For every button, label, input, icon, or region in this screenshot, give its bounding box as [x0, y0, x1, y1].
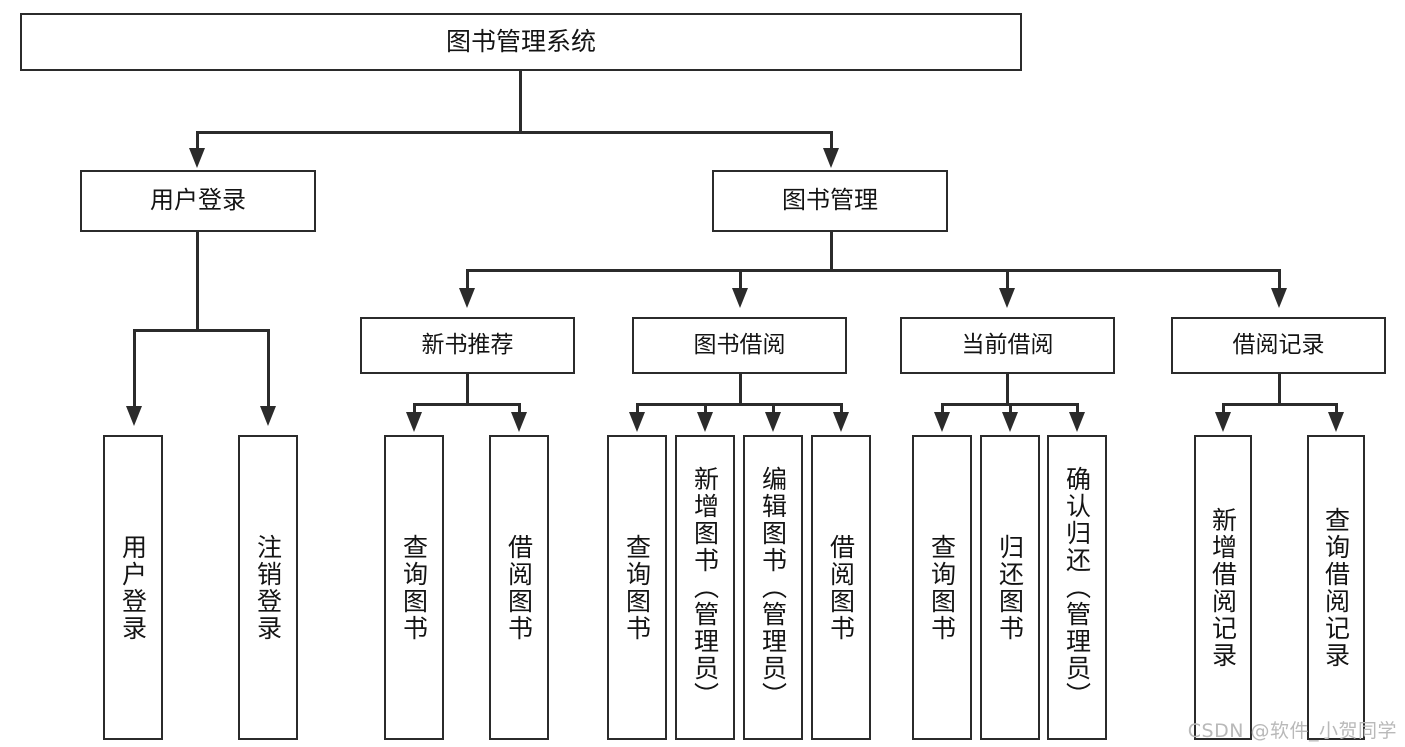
- connector-book-manage-b2: [739, 269, 742, 291]
- connector-borrow-record-l: [1222, 403, 1225, 415]
- node-borrow-record-label: 借阅记录: [1232, 332, 1325, 359]
- arrow-root-to-user-login: [189, 148, 205, 168]
- arrow-current-borrow-to-query: [934, 412, 950, 432]
- node-new-book-rec[interactable]: 新书推荐: [360, 317, 575, 374]
- connector-new-book-rec-r: [518, 403, 521, 415]
- connector-book-borrow-l1: [636, 403, 639, 415]
- connector-book-manage-bus: [466, 269, 1281, 272]
- connector-new-book-rec-stem: [466, 374, 469, 405]
- node-leaf-return-book[interactable]: 归还图书: [980, 435, 1040, 740]
- connector-book-borrow-bus: [636, 403, 843, 406]
- node-leaf-query-record[interactable]: 查询借阅记录: [1307, 435, 1365, 740]
- node-leaf-borrow-book-2-label: 借阅图书: [826, 533, 856, 642]
- arrow-book-borrow-to-add: [697, 412, 713, 432]
- arrow-borrow-record-to-query: [1328, 412, 1344, 432]
- node-current-borrow[interactable]: 当前借阅: [900, 317, 1115, 374]
- connector-current-borrow-l1: [941, 403, 944, 415]
- node-leaf-confirm-return[interactable]: 确认归还（管理员）: [1047, 435, 1107, 740]
- arrow-new-book-rec-to-borrow: [511, 412, 527, 432]
- arrow-book-borrow-to-borrow: [833, 412, 849, 432]
- connector-current-borrow-stem: [1006, 374, 1009, 405]
- arrow-book-manage-to-new-book-rec: [459, 288, 475, 308]
- connector-book-borrow-l3: [772, 403, 775, 415]
- connector-root-to-book-manage: [830, 131, 833, 151]
- node-leaf-add-record[interactable]: 新增借阅记录: [1194, 435, 1252, 740]
- connector-current-borrow-l2: [1009, 403, 1012, 415]
- node-book-borrow-label: 图书借阅: [693, 332, 786, 359]
- node-leaf-query-book-3-label: 查询图书: [927, 533, 957, 642]
- node-leaf-borrow-book-2[interactable]: 借阅图书: [811, 435, 871, 740]
- node-book-manage[interactable]: 图书管理: [712, 170, 948, 232]
- node-leaf-user-login-label: 用户登录: [118, 533, 148, 642]
- node-leaf-query-record-label: 查询借阅记录: [1321, 506, 1351, 669]
- connector-borrow-record-bus: [1222, 403, 1338, 406]
- connector-user-login-left: [133, 329, 136, 409]
- connector-borrow-record-stem: [1278, 374, 1281, 405]
- node-leaf-query-book-2[interactable]: 查询图书: [607, 435, 667, 740]
- node-leaf-query-book-1-label: 查询图书: [399, 533, 429, 642]
- connector-book-borrow-l4: [840, 403, 843, 415]
- node-user-login-label: 用户登录: [150, 186, 246, 215]
- connector-root-stem: [519, 71, 522, 132]
- node-leaf-borrow-book-1-label: 借阅图书: [504, 533, 534, 642]
- arrow-user-login-to-leaf-logout: [260, 406, 276, 426]
- node-current-borrow-label: 当前借阅: [961, 332, 1054, 359]
- node-leaf-user-login[interactable]: 用户登录: [103, 435, 163, 740]
- node-leaf-add-book[interactable]: 新增图书（管理员）: [675, 435, 735, 740]
- arrow-current-borrow-to-confirm: [1069, 412, 1085, 432]
- connector-current-borrow-l3: [1076, 403, 1079, 415]
- arrow-borrow-record-to-add: [1215, 412, 1231, 432]
- node-root-label: 图书管理系统: [445, 26, 596, 56]
- connector-root-to-user-login: [196, 131, 199, 151]
- node-leaf-query-book-3[interactable]: 查询图书: [912, 435, 972, 740]
- node-new-book-rec-label: 新书推荐: [421, 332, 514, 359]
- node-leaf-borrow-book-1[interactable]: 借阅图书: [489, 435, 549, 740]
- node-leaf-query-book-1[interactable]: 查询图书: [384, 435, 444, 740]
- connector-book-manage-stem: [830, 232, 833, 272]
- connector-user-login-stem: [196, 232, 199, 332]
- arrow-user-login-to-leaf-login: [126, 406, 142, 426]
- node-book-borrow[interactable]: 图书借阅: [632, 317, 847, 374]
- connector-user-login-bus: [133, 329, 270, 332]
- connector-book-manage-b1: [466, 269, 469, 291]
- connector-root-bus: [196, 131, 833, 134]
- arrow-current-borrow-to-return: [1002, 412, 1018, 432]
- node-leaf-confirm-return-label: 确认归还（管理员）: [1062, 466, 1092, 709]
- connector-user-login-right: [267, 329, 270, 409]
- arrow-book-manage-to-current-borrow: [999, 288, 1015, 308]
- connector-book-manage-b4: [1278, 269, 1281, 291]
- connector-new-book-rec-bus: [413, 403, 521, 406]
- connector-book-borrow-l2: [704, 403, 707, 415]
- connector-new-book-rec-l: [413, 403, 416, 415]
- node-leaf-edit-book[interactable]: 编辑图书（管理员）: [743, 435, 803, 740]
- node-root[interactable]: 图书管理系统: [20, 13, 1022, 71]
- arrow-new-book-rec-to-query: [406, 412, 422, 432]
- node-leaf-add-book-label: 新增图书（管理员）: [690, 466, 720, 709]
- node-leaf-logout-label: 注销登录: [253, 533, 283, 642]
- node-leaf-return-book-label: 归还图书: [995, 533, 1025, 642]
- node-leaf-edit-book-label: 编辑图书（管理员）: [758, 466, 788, 709]
- arrow-book-manage-to-book-borrow: [732, 288, 748, 308]
- node-user-login[interactable]: 用户登录: [80, 170, 316, 232]
- connector-borrow-record-r: [1335, 403, 1338, 415]
- node-book-manage-label: 图书管理: [782, 186, 878, 215]
- arrow-root-to-book-manage: [823, 148, 839, 168]
- node-leaf-logout[interactable]: 注销登录: [238, 435, 298, 740]
- arrow-book-manage-to-borrow-record: [1271, 288, 1287, 308]
- connector-book-manage-b3: [1006, 269, 1009, 291]
- arrow-book-borrow-to-query: [629, 412, 645, 432]
- node-borrow-record[interactable]: 借阅记录: [1171, 317, 1386, 374]
- connector-book-borrow-stem: [739, 374, 742, 405]
- arrow-book-borrow-to-edit: [765, 412, 781, 432]
- node-leaf-add-record-label: 新增借阅记录: [1208, 506, 1238, 669]
- node-leaf-query-book-2-label: 查询图书: [622, 533, 652, 642]
